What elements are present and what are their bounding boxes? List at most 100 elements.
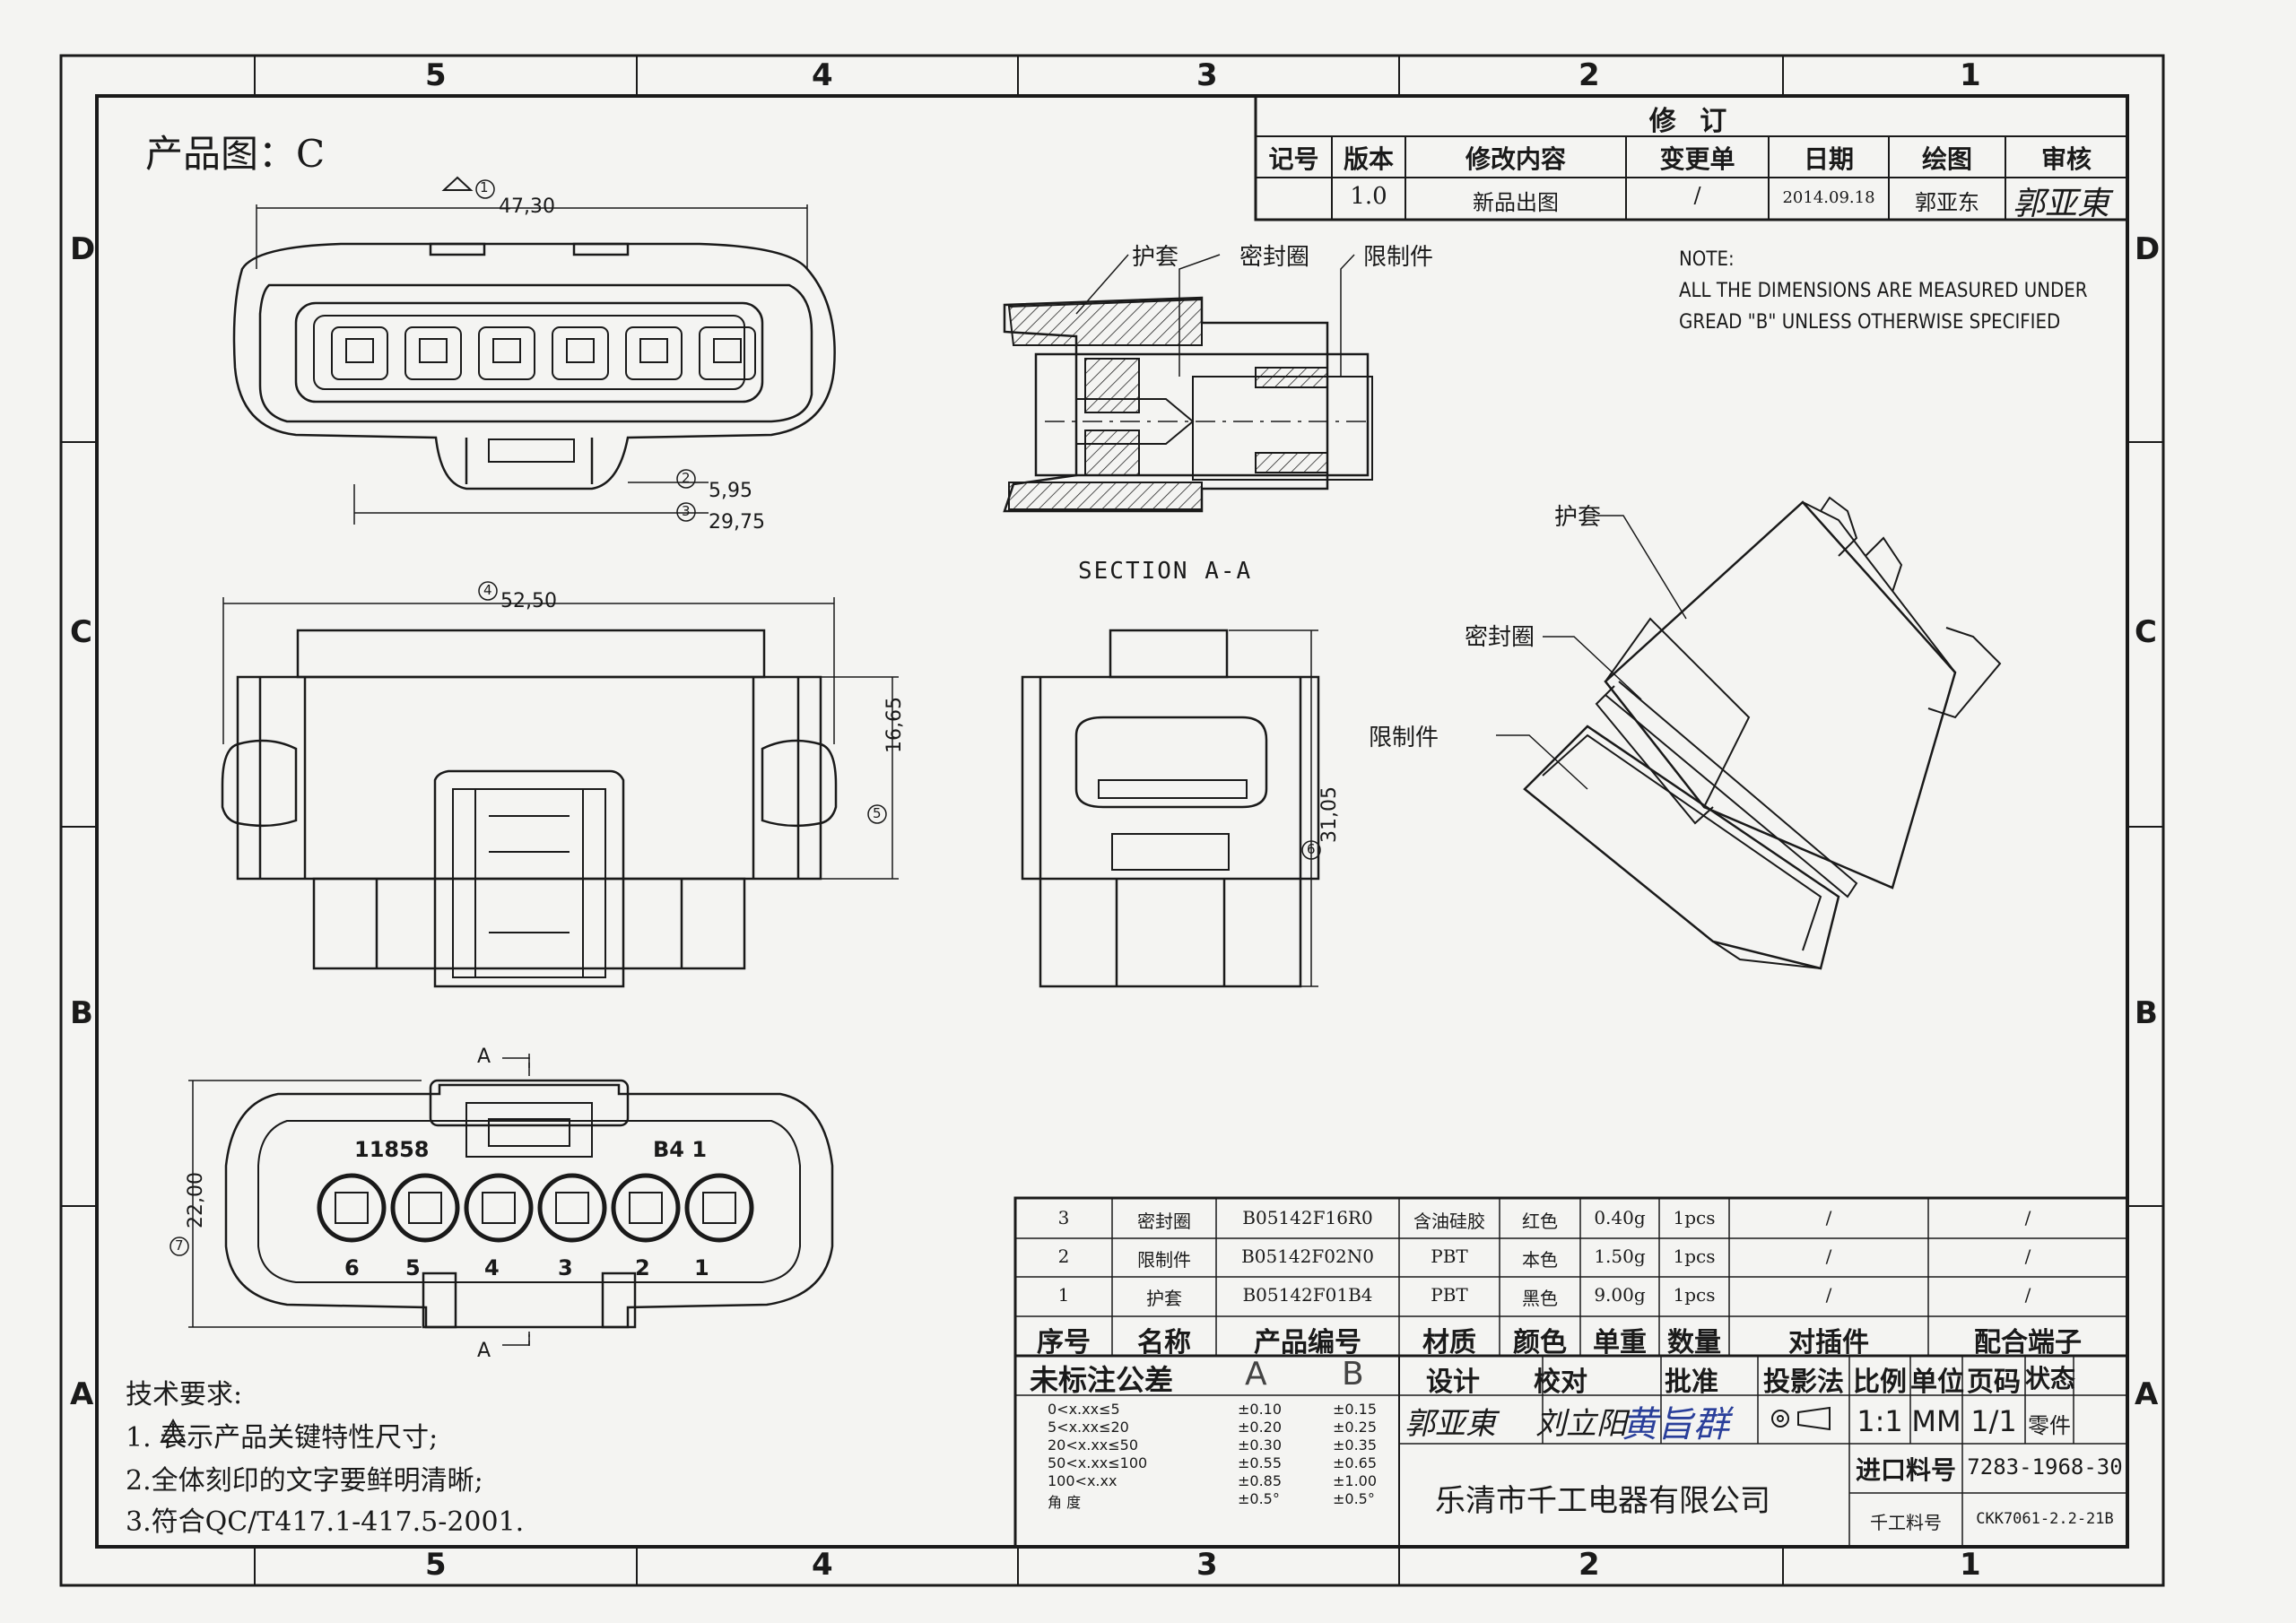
tb-unit: MM <box>1911 1404 1961 1438</box>
tolerance-a: ±0.85 <box>1238 1472 1283 1489</box>
bom-cell-qty: 1pcs <box>1673 1245 1716 1267</box>
dim-22-00: 22,00 <box>185 1172 207 1228</box>
zone-col-5: 5 <box>425 57 447 93</box>
bom-header-mate: 对插件 <box>1788 1327 1869 1358</box>
bom-cell-name: 限制件 <box>1137 1249 1191 1271</box>
tb-projection-label: 投影法 <box>1763 1367 1844 1398</box>
rev-drafter: 郭亚东 <box>1915 190 1979 215</box>
bom-header-code: 产品编号 <box>1254 1327 1361 1358</box>
zone-col-1: 1 <box>1960 57 1981 93</box>
face-cavity-terminal <box>555 1192 589 1224</box>
dim-5-95: 5,95 <box>709 480 752 502</box>
tb-part-label: 千工料号 <box>1870 1512 1942 1533</box>
bom-cell-code: B05142F16R0 <box>1242 1207 1373 1228</box>
tolerance-a: ±0.55 <box>1238 1454 1283 1471</box>
section-callout-limiter: 限制件 <box>1363 244 1434 271</box>
top-cavity <box>625 326 683 380</box>
pin-label-6: 6 <box>344 1255 360 1280</box>
revision-title: 修 订 <box>1648 106 1735 137</box>
bom-cell-name: 密封圈 <box>1137 1211 1191 1232</box>
pin-label-3: 3 <box>558 1255 573 1280</box>
zone-col-4-bottom: 4 <box>812 1547 833 1583</box>
dim-16-65: 16,65 <box>883 697 906 753</box>
balloon-4: 4 <box>483 582 492 598</box>
section-marker-bottom: A <box>477 1340 491 1362</box>
zone-col-5-bottom: 5 <box>425 1547 447 1583</box>
dim-31-05: 31,05 <box>1318 786 1341 843</box>
tolerance-col-b: B <box>1342 1356 1364 1393</box>
bom-cell-code: B05142F02N0 <box>1241 1245 1374 1267</box>
bom-cell-no: 2 <box>1057 1245 1070 1267</box>
top-cavity-slot <box>713 338 742 363</box>
rev-header-version: 版本 <box>1343 144 1394 174</box>
bom-cell-material: PBT <box>1431 1284 1468 1306</box>
iso-callout-limiter: 限制件 <box>1369 725 1439 751</box>
zone-col-1-bottom: 1 <box>1960 1547 1981 1583</box>
rev-header-mark: 记号 <box>1268 144 1319 174</box>
bom-cell-code: B05142F01B4 <box>1242 1284 1373 1306</box>
tolerance-b: ±1.00 <box>1333 1472 1378 1489</box>
pin-label-2: 2 <box>635 1255 650 1280</box>
note-line-2: GREAD "B" UNLESS OTHERWISE SPECIFIED <box>1679 311 2061 334</box>
tb-status-label: 状态 <box>2025 1364 2076 1393</box>
bom-header-weight: 单重 <box>1593 1327 1647 1358</box>
pin-label-5: 5 <box>405 1255 421 1280</box>
tolerance-a: ±0.30 <box>1238 1436 1283 1454</box>
tolerance-b: ±0.25 <box>1333 1419 1378 1436</box>
dim-52-50: 52,50 <box>500 590 557 612</box>
tb-approver-signature: 黄旨群 <box>1622 1404 1729 1445</box>
section-callout-sheath: 护套 <box>1132 244 1179 271</box>
tb-unit-label: 单位 <box>1910 1367 1964 1398</box>
face-cavity-terminal <box>629 1192 663 1224</box>
bom-cell-weight: 9.00g <box>1594 1284 1646 1306</box>
tb-import-no: 7283-1968-30 <box>1967 1454 2123 1480</box>
requirement-3: 3.符合QC/T417.1-417.5-2001. <box>126 1506 525 1538</box>
face-cavity <box>390 1173 460 1243</box>
bom-cell-terminal: / <box>2024 1284 2031 1306</box>
tb-page: 1/1 <box>1970 1404 2017 1438</box>
face-cavity <box>317 1173 387 1243</box>
tolerance-range: 5<x.xx≤20 <box>1048 1419 1129 1436</box>
bom-cell-qty: 1pcs <box>1673 1207 1716 1228</box>
pin-label-4: 4 <box>484 1255 500 1280</box>
balloon-2: 2 <box>682 470 691 486</box>
balloon-7: 7 <box>175 1237 184 1254</box>
zone-row-c-right: C <box>2135 614 2157 650</box>
tolerance-a: ±0.10 <box>1238 1401 1283 1418</box>
dim-29-75: 29,75 <box>709 511 765 534</box>
tb-page-label: 页码 <box>1967 1367 2021 1398</box>
tolerance-b: ±0.5° <box>1333 1490 1375 1507</box>
top-cavity <box>478 326 535 380</box>
bom-cell-mate: / <box>1825 1284 1832 1306</box>
pin-label-1: 1 <box>694 1255 709 1280</box>
tolerance-range: 20<x.xx≤50 <box>1048 1436 1139 1454</box>
bom-cell-terminal: / <box>2024 1207 2031 1228</box>
tb-company: 乐清市千工电器有限公司 <box>1435 1483 1770 1519</box>
zone-row-a: A <box>70 1376 94 1412</box>
bom-cell-color: 黑色 <box>1522 1288 1558 1309</box>
zone-row-d: D <box>70 231 96 267</box>
bom-cell-mate: / <box>1825 1245 1832 1267</box>
tolerance-range: 0<x.xx≤5 <box>1048 1401 1120 1418</box>
rev-header-change: 变更单 <box>1659 144 1735 174</box>
balloon-1: 1 <box>480 179 489 195</box>
requirements-title: 技术要求: <box>126 1379 243 1410</box>
zone-col-2-bottom: 2 <box>1578 1547 1600 1583</box>
bom-header-name: 名称 <box>1137 1327 1191 1358</box>
rev-date: 2014.09.18 <box>1782 188 1875 207</box>
zone-col-3: 3 <box>1196 57 1218 93</box>
tb-part-no: CKK7061-2.2-21B <box>1976 1510 2114 1528</box>
zone-row-c: C <box>70 614 92 650</box>
tolerance-range: 100<x.xx <box>1048 1472 1118 1489</box>
top-cavity <box>331 326 388 380</box>
tb-checker-signature: 刘立阳 <box>1535 1406 1627 1442</box>
tb-check-label: 校对 <box>1534 1367 1587 1398</box>
tolerance-b: ±0.35 <box>1333 1436 1378 1454</box>
tb-design-label: 设计 <box>1426 1367 1480 1398</box>
rev-version: 1.0 <box>1350 183 1387 210</box>
balloon-6: 6 <box>1307 841 1316 857</box>
zone-col-2: 2 <box>1578 57 1600 93</box>
tb-status: 零件 <box>2028 1413 2071 1438</box>
rev-change-order: / <box>1693 183 1701 208</box>
